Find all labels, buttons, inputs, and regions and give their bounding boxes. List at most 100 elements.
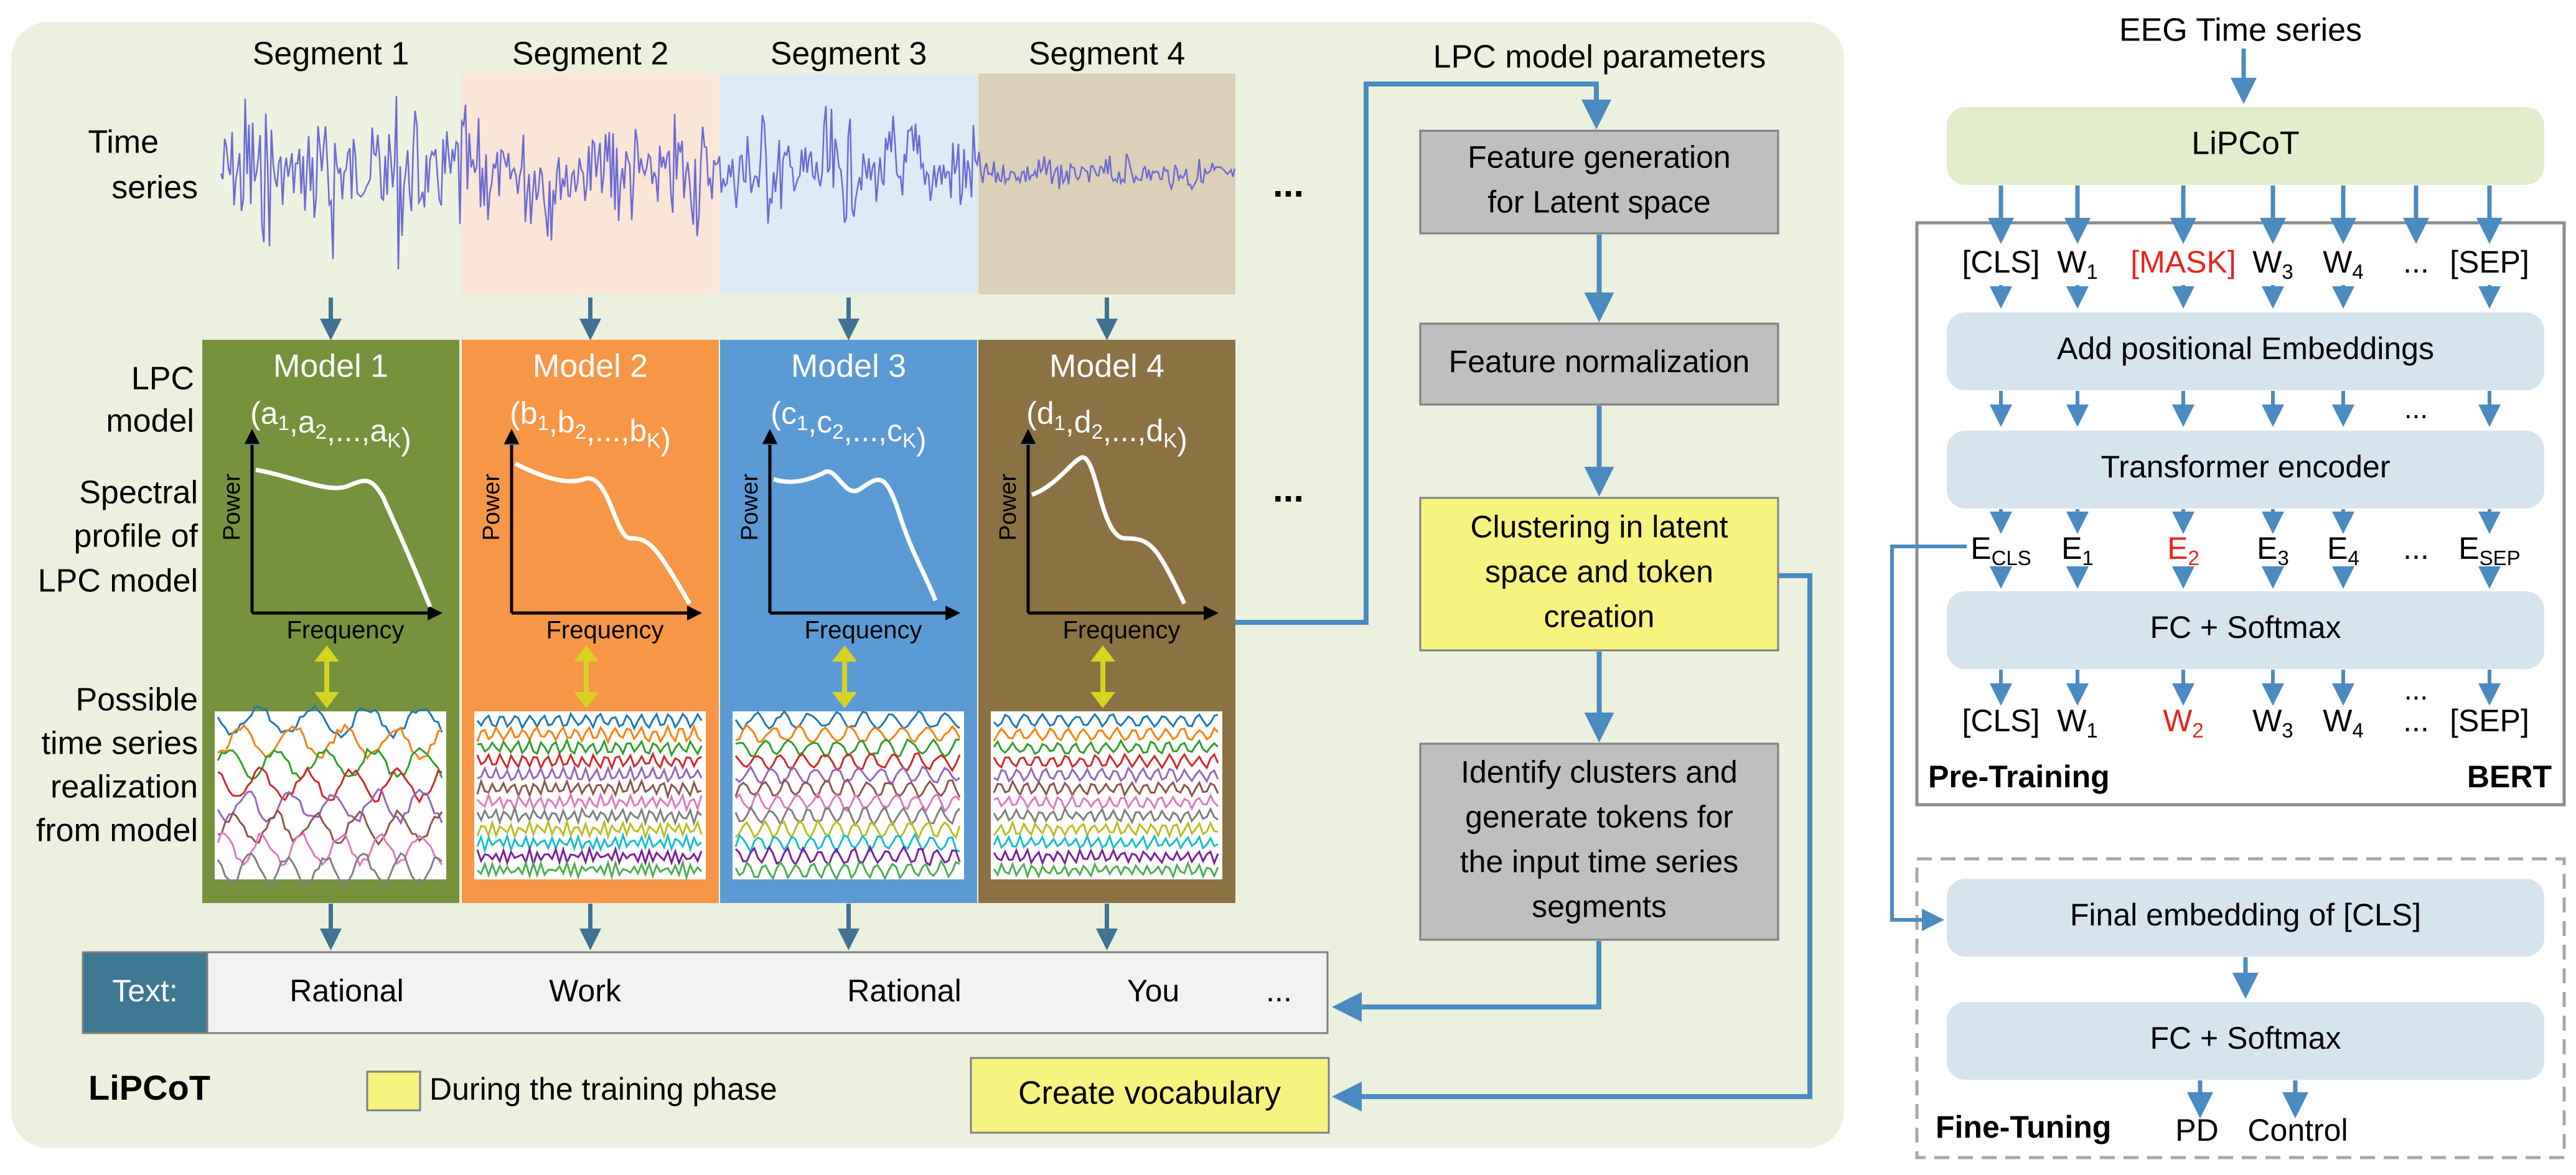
lipcot-panel-title: LiPCoT bbox=[88, 1068, 210, 1107]
legend-text: During the training phase bbox=[429, 1072, 777, 1107]
realization-line-2-5 bbox=[477, 764, 703, 784]
eeg-input-label: EEG Time series bbox=[2119, 12, 2362, 49]
final-embedding-box bbox=[1947, 879, 2544, 957]
segment-label-3: Segment 3 bbox=[770, 36, 927, 72]
yellow-double-arrow-3-head-down bbox=[832, 692, 857, 708]
pipeline-box-3-line-3: creation bbox=[1544, 599, 1655, 634]
positional-embedding-box bbox=[1947, 312, 2544, 390]
pipeline-box-1 bbox=[1419, 129, 1779, 235]
model-title-1: Model 1 bbox=[273, 349, 388, 385]
axis-power-1: Power bbox=[219, 474, 245, 541]
realization-line-2-4 bbox=[476, 751, 702, 771]
realization-line-2-1 bbox=[476, 711, 703, 731]
pipeline-box-1-line-1: Feature generation bbox=[1468, 140, 1731, 175]
text-token-4: You bbox=[1127, 973, 1179, 1008]
realization-line-4-4 bbox=[993, 752, 1219, 771]
output-token-5: W4 bbox=[2323, 703, 2364, 742]
spectral-curve-1 bbox=[255, 467, 433, 608]
model-title-4: Model 4 bbox=[1049, 349, 1164, 385]
row-label-time-series: time series bbox=[42, 726, 198, 762]
row-label-spectral: Spectral bbox=[79, 475, 198, 511]
create-vocab-label: Create vocabulary bbox=[1018, 1075, 1281, 1112]
realization-line-1-5 bbox=[217, 787, 443, 825]
yellow-double-arrow-4-head-up bbox=[1090, 645, 1115, 662]
output-token-6: ... bbox=[2403, 703, 2429, 738]
realization-line-2-11 bbox=[476, 845, 703, 868]
fc-softmax-box-1 bbox=[1947, 591, 2544, 669]
arrow-clustering-to-vocab bbox=[1332, 573, 1812, 1112]
lipcot-box-label: LiPCoT bbox=[2191, 126, 2299, 162]
pipeline-box-4-line-1: Identify clusters and bbox=[1461, 755, 1738, 790]
embedding-token-2: E1 bbox=[2061, 531, 2094, 569]
model-title-2: Model 2 bbox=[533, 349, 648, 385]
realization-line-3-11 bbox=[734, 845, 961, 867]
legend-swatch bbox=[366, 1070, 421, 1112]
segment-strip-4 bbox=[978, 73, 1235, 294]
model-title-3: Model 3 bbox=[791, 349, 906, 385]
realization-line-2-2 bbox=[476, 723, 703, 745]
spectral-curve-3 bbox=[772, 469, 938, 602]
yellow-double-arrow-2-head-down bbox=[574, 692, 599, 708]
model-params-4: (d1,d2,...,dK) bbox=[1026, 396, 1187, 457]
realization-line-1-2 bbox=[217, 723, 443, 761]
realization-line-1-3 bbox=[217, 747, 443, 780]
realization-line-3-8 bbox=[734, 805, 961, 827]
output-control: Control bbox=[2247, 1113, 2348, 1148]
yellow-double-arrow-4-head-down bbox=[1090, 692, 1115, 708]
text-row-label: Text: bbox=[112, 973, 178, 1008]
yellow-double-arrow-1-head-up bbox=[314, 645, 339, 662]
axis-frequency-4: Frequency bbox=[1063, 617, 1181, 644]
row-label-possible: Possible bbox=[75, 682, 198, 718]
output-token-3: W2 bbox=[2163, 703, 2204, 742]
spectrum-x-arrowhead-4 bbox=[1204, 606, 1219, 620]
input-token-6: ... bbox=[2403, 245, 2429, 279]
fc-softmax-label-1: FC + Softmax bbox=[2150, 610, 2341, 645]
row-label-realization: realization bbox=[50, 769, 198, 805]
text-token-2: Work bbox=[549, 973, 622, 1008]
time-series-waveform bbox=[220, 96, 1236, 269]
input-token-3: [MASK] bbox=[2130, 245, 2236, 279]
transformer-encoder-box bbox=[1947, 431, 2544, 508]
realization-plot-4 bbox=[991, 711, 1222, 879]
realization-line-4-11 bbox=[993, 847, 1219, 866]
pipeline-box-2 bbox=[1419, 322, 1779, 406]
yellow-double-arrow-3-head-up bbox=[832, 645, 857, 662]
realization-line-4-2 bbox=[993, 726, 1219, 742]
ellipsis-models: ... bbox=[1273, 468, 1304, 510]
pipeline-box-4 bbox=[1419, 742, 1779, 941]
lpc-params-label: LPC model parameters bbox=[1433, 39, 1766, 75]
embedding-token-7: ESEP bbox=[2458, 531, 2520, 569]
input-token-2: W1 bbox=[2057, 245, 2098, 283]
spectrum-x-arrowhead-3 bbox=[945, 606, 960, 620]
realization-line-1-6 bbox=[217, 808, 443, 846]
positional-embedding-label: Add positional Embeddings bbox=[2057, 331, 2434, 366]
create-vocab-box bbox=[970, 1057, 1330, 1134]
text-token-1: Rational bbox=[289, 973, 403, 1008]
segment-label-4: Segment 4 bbox=[1029, 36, 1186, 72]
embedding-token-3: E2 bbox=[2167, 531, 2199, 569]
arrow-tokens-to-text bbox=[1332, 941, 1601, 1022]
output-token-4: W3 bbox=[2252, 703, 2293, 742]
realization-line-4-8 bbox=[993, 806, 1219, 825]
spectrum-x-arrowhead-1 bbox=[428, 606, 443, 620]
row-label-profile-of: profile of bbox=[74, 518, 199, 555]
realization-line-4-9 bbox=[993, 819, 1219, 839]
output-token-7: [SEP] bbox=[2450, 703, 2529, 738]
output-token-1: [CLS] bbox=[1962, 703, 2040, 738]
bert-label: BERT bbox=[2467, 759, 2552, 794]
finetuning-label: Fine-Tuning bbox=[1936, 1110, 2111, 1145]
row-label-from-model: from model bbox=[36, 813, 198, 849]
row-label-lpc: LPC bbox=[131, 361, 194, 397]
ellipsis-time-series: ... bbox=[1273, 163, 1304, 205]
spectral-curve-2 bbox=[514, 461, 692, 605]
output-token-2: W1 bbox=[2057, 703, 2098, 742]
realization-line-2-9 bbox=[476, 818, 703, 841]
text-token-5: ... bbox=[1266, 973, 1292, 1008]
yellow-double-arrow-2-head-up bbox=[574, 645, 599, 662]
spectrum-y-arrowhead-1 bbox=[245, 429, 260, 444]
yellow-double-arrow-1-head-down bbox=[314, 692, 339, 708]
embedding-token-1: ECLS bbox=[1970, 531, 2031, 569]
spectrum-x-arrowhead-2 bbox=[687, 606, 702, 620]
row-label-model: model bbox=[106, 403, 194, 439]
